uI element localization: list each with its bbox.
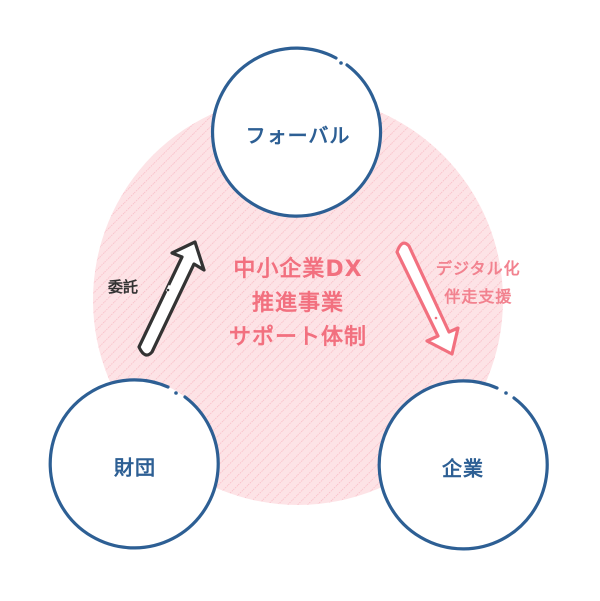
node-top-gap-dot — [339, 61, 343, 65]
center-title: 中小企業DX 推進事業 サポート体制 — [229, 253, 367, 355]
node-right-label: 企業 — [442, 456, 484, 481]
center-title-line-3: サポート体制 — [228, 325, 368, 350]
background-disc — [93, 95, 503, 505]
edge-label-digital-support-line-1: デジタル化 — [436, 259, 521, 278]
edge-label-digital-support-line-2: 伴走支援 — [444, 287, 513, 306]
center-title-line-1: 中小企業DX — [233, 257, 363, 282]
arrow-down-icon — [395, 241, 460, 356]
node-top[interactable] — [210, 46, 383, 218]
node-right[interactable] — [377, 379, 549, 551]
node-top-label: フォーバル — [245, 123, 351, 148]
center-title-line-2: 推進事業 — [251, 291, 345, 316]
edge-label-entrust: 委託 — [108, 278, 139, 296]
edge-label-digital-support: デジタル化 伴走支援 — [436, 255, 521, 311]
node-left-label: 財団 — [114, 455, 156, 480]
node-left[interactable] — [48, 378, 220, 550]
arrow-up-icon — [137, 240, 206, 357]
